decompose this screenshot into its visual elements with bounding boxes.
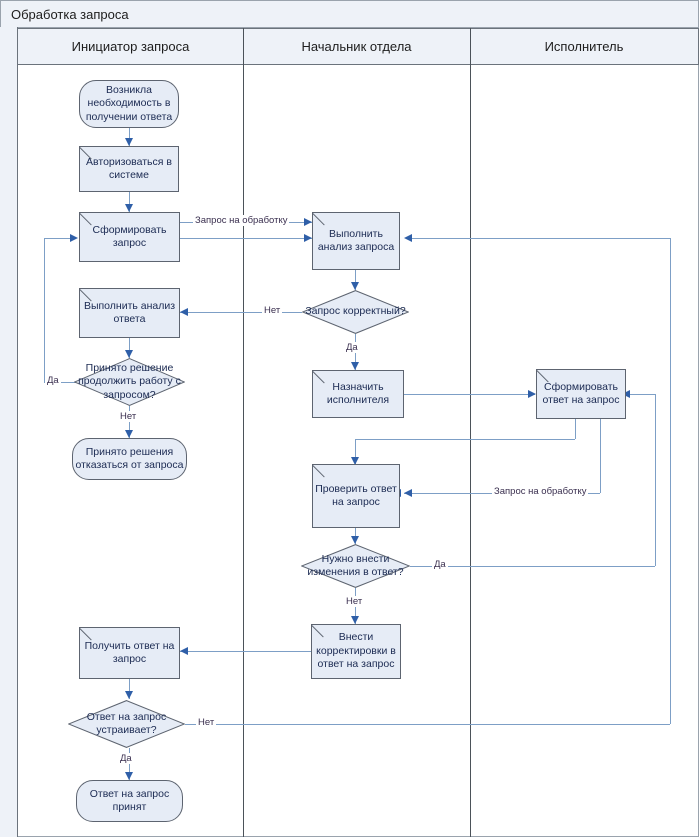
subprocess-corner-icon [313, 213, 326, 226]
edge-incorrect-to-analyze-answer [180, 312, 302, 313]
arrow-correct-to-assign [350, 362, 359, 370]
edge-label-continue-yes: Да [45, 375, 61, 386]
edge-continue-no [129, 406, 130, 438]
arrow-request-processing-mid [404, 488, 412, 497]
edge-start-to-auth [129, 128, 130, 146]
node-compose-answer[interactable]: Сформировать ответ на запрос [536, 369, 626, 419]
edge-continue-yes-v [44, 238, 45, 382]
edge-label-changes-no: Нет [344, 596, 365, 607]
edge-request-processing-mid-v [600, 419, 601, 493]
lane-divider-1 [243, 28, 244, 837]
node-form-request[interactable]: Сформировать запрос [79, 212, 180, 262]
node-end-refuse-request[interactable]: Принято решения отказаться от запроса [72, 438, 187, 480]
node-analyze-request[interactable]: Выполнить анализ запроса [312, 212, 400, 270]
lane-header-manager: Начальник отдела [243, 28, 471, 65]
node-decision-answer-satisfies[interactable]: Ответ на запрос устраивает? [68, 700, 185, 748]
edge-answer-no-h2 [412, 238, 670, 239]
edge-form-to-analyze [180, 238, 312, 239]
subprocess-corner-icon [313, 371, 326, 384]
node-decision-continue-work[interactable]: Принято решение продолжить работу с запр… [74, 358, 185, 406]
edge-label-request-processing-mid: Запрос на обработку [492, 486, 589, 497]
edge-answer-no-v [670, 238, 671, 724]
edge-compose-to-check-h [355, 439, 575, 440]
diamond-shape-icon [301, 544, 410, 588]
node-decision-need-changes[interactable]: Нужно внести изменения в ответ? [301, 544, 410, 588]
lane-label-manager: Начальник отдела [301, 39, 412, 54]
arrow-answer-yes [124, 772, 133, 780]
edge-label-request-processing-top: Запрос на обработку [193, 215, 290, 226]
arrow-form-to-analyze-top [304, 217, 312, 226]
edge-label-answer-yes: Да [118, 753, 134, 764]
edge-label-correct-yes: Да [344, 342, 360, 353]
page-title: Обработка запроса [11, 6, 129, 22]
subprocess-corner-icon [312, 625, 325, 638]
arrow-check-to-changes [350, 536, 359, 544]
arrow-changes-yes [622, 389, 630, 398]
edge-auth-to-form [129, 192, 130, 212]
edge-label-answer-no: Нет [196, 717, 217, 728]
arrow-start-to-auth [124, 138, 133, 146]
arrow-compose-to-check [350, 457, 359, 465]
subprocess-corner-icon [537, 370, 550, 383]
edge-compose-to-check-v2 [355, 439, 356, 464]
edge-changes-yes-h [410, 566, 655, 567]
node-check-answer[interactable]: Проверить ответ на запрос [312, 464, 400, 528]
arrow-analyze-answer-to-decision [124, 350, 133, 358]
arrow-changes-no [350, 616, 359, 624]
subprocess-corner-icon [313, 465, 326, 478]
edge-receive-to-satisfied [129, 679, 130, 699]
edge-continue-yes-h [44, 382, 79, 383]
subprocess-corner-icon [80, 147, 93, 160]
edge-changes-yes-h2 [627, 394, 655, 395]
node-authorize-in-system[interactable]: Авторизоваться в системе [79, 146, 179, 192]
node-analyze-answer[interactable]: Выполнить анализ ответа [79, 288, 180, 338]
lane-header-initiator: Инициатор запроса [18, 28, 244, 65]
node-end-answer-accepted[interactable]: Ответ на запрос принят [76, 780, 183, 822]
node-assign-executor[interactable]: Назначить исполнителя [312, 370, 404, 418]
node-decision-request-correct[interactable]: Запрос корректный? [302, 290, 409, 334]
edge-changes-yes-v [655, 394, 656, 566]
arrow-incorrect-to-analyze-answer [180, 307, 188, 316]
subprocess-corner-icon [80, 213, 93, 226]
edge-analyze-answer-to-decision [129, 338, 130, 358]
diamond-shape-icon [302, 290, 409, 334]
diagram-title-bar: Обработка запроса [0, 0, 699, 28]
edge-compose-to-check-v1 [575, 419, 576, 439]
arrow-continue-no [124, 430, 133, 438]
lane-label-executor: Исполнитель [544, 39, 624, 54]
pool-label-strip [0, 27, 18, 837]
arrow-corrections-to-receive [180, 646, 188, 655]
edge-label-continue-no: Нет [118, 411, 139, 422]
edge-label-changes-yes: Да [432, 559, 448, 570]
edge-assign-to-compose [404, 394, 535, 395]
arrow-answer-no [404, 233, 412, 242]
diamond-shape-icon [74, 358, 185, 406]
node-make-corrections[interactable]: Внести корректировки в ответ на запрос [311, 624, 401, 679]
arrow-receive-to-satisfied [124, 691, 133, 699]
node-start-need-answer[interactable]: Возникла необходимость в получении ответ… [79, 80, 179, 128]
arrow-assign-to-compose [528, 389, 536, 398]
edge-corrections-to-receive [180, 651, 311, 652]
lane-label-initiator: Инициатор запроса [71, 39, 190, 54]
lane-divider-2 [470, 28, 471, 837]
arrow-continue-yes [70, 233, 78, 242]
arrow-form-to-analyze [304, 233, 312, 242]
subprocess-corner-icon [80, 289, 93, 302]
edge-label-not-correct: Нет [262, 305, 283, 316]
arrow-analyze-to-correct [350, 282, 359, 290]
diamond-shape-icon [68, 700, 185, 748]
arrow-auth-to-form [124, 204, 133, 212]
subprocess-corner-icon [80, 628, 93, 641]
edge-answer-no-h [185, 724, 670, 725]
lane-header-executor: Исполнитель [470, 28, 699, 65]
node-receive-answer[interactable]: Получить ответ на запрос [79, 627, 180, 679]
edge-analyze-to-correct [355, 270, 356, 290]
edge-continue-yes-h2 [44, 238, 74, 239]
edge-answer-yes [129, 748, 130, 780]
